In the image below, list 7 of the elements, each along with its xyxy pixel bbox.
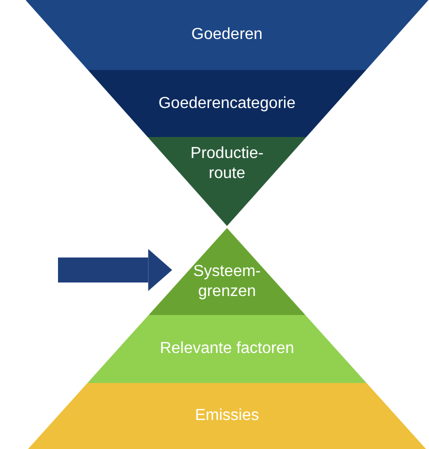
band-label: Goederen [190,25,264,45]
band-label: Productie-route [190,144,264,184]
band-label: Emissies [194,406,260,426]
band-label: Systeem-grenzen [192,262,262,302]
band-label: Relevante factoren [158,339,296,359]
band-label: Goederencategorie [157,94,296,114]
pyramid-band [26,0,428,70]
